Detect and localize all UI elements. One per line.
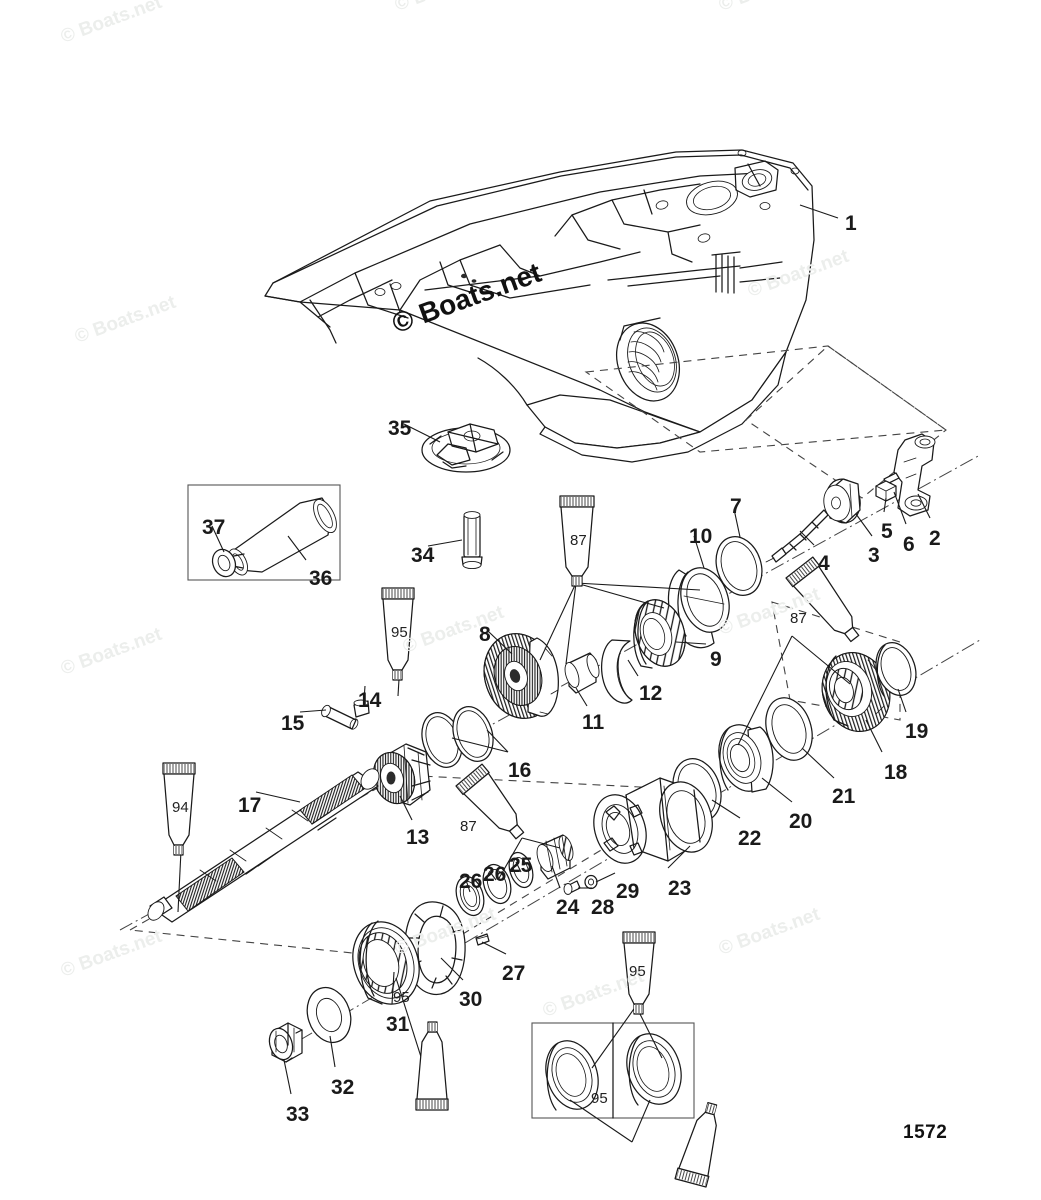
lubricant-label-tube-95-d: 95 xyxy=(591,1090,608,1107)
lubricant-label-tube-87-a: 87 xyxy=(570,532,587,549)
callout-35: 35 xyxy=(388,417,412,440)
lubricant-label-tube-95-c: 95 xyxy=(393,989,410,1006)
inset-oil-seals xyxy=(531,1022,695,1119)
part-17-propeller-shaft xyxy=(147,768,380,923)
callout-37: 37 xyxy=(202,516,226,539)
part-25-washer xyxy=(508,851,534,889)
callout-12: 12 xyxy=(639,682,663,705)
part-9-tapered-bearing xyxy=(633,599,686,669)
callout-28: 28 xyxy=(591,896,615,919)
callout-13: 13 xyxy=(406,826,430,849)
callout-18: 18 xyxy=(884,761,908,784)
part-7-o-ring xyxy=(715,536,763,596)
callout-22: 22 xyxy=(738,827,762,850)
callout-36: 36 xyxy=(309,567,333,590)
part-35-pump-base xyxy=(421,423,511,473)
callout-24: 24 xyxy=(556,896,580,919)
callout-14: 14 xyxy=(358,689,382,712)
part-20-ball-bearing xyxy=(718,724,774,793)
part-34-bolt xyxy=(461,511,483,570)
part-19-bearing-cup xyxy=(875,642,917,697)
part-24-needle-bearing xyxy=(536,834,574,880)
part-1-gear-housing xyxy=(264,149,815,463)
part-11-spacer xyxy=(564,652,600,694)
part-10-bearing-cup xyxy=(667,567,730,649)
callout-30: 30 xyxy=(459,988,483,1011)
callout-26b: 26 xyxy=(483,863,507,886)
callout-31: 31 xyxy=(386,1013,410,1036)
part-27-key xyxy=(475,933,490,946)
callout-32: 32 xyxy=(331,1076,355,1099)
part-13-clutch xyxy=(372,743,431,806)
callout-23: 23 xyxy=(668,877,692,900)
diagram-number: 1572 xyxy=(903,1122,948,1143)
part-14-retainer xyxy=(353,699,370,718)
callout-9: 9 xyxy=(710,648,722,671)
callout-1: 1 xyxy=(845,212,857,235)
callout-6: 6 xyxy=(903,533,915,556)
callout-7: 7 xyxy=(730,495,742,518)
callout-17: 17 xyxy=(238,794,262,817)
callout-4: 4 xyxy=(818,552,830,575)
callout-8: 8 xyxy=(479,623,491,646)
parts-2-to-6-shift-linkage xyxy=(765,433,936,563)
lubricant-label-tube-94-a: 94 xyxy=(172,799,189,816)
callout-15: 15 xyxy=(281,712,305,735)
callout-20: 20 xyxy=(789,810,813,833)
part-21-thrust-washer xyxy=(765,697,813,761)
callout-3: 3 xyxy=(868,544,880,567)
part-15-cross-pin xyxy=(321,704,359,730)
part-18-reverse-gear xyxy=(821,651,891,733)
part-32-thrust-washer xyxy=(306,986,352,1044)
part-28-29-screw-washer xyxy=(563,874,598,895)
callout-34: 34 xyxy=(411,544,435,567)
part-31-roller-bearing xyxy=(352,920,420,1005)
lubricant-label-tube-95-b: 95 xyxy=(629,963,646,980)
callout-11: 11 xyxy=(582,711,605,734)
part-30-tab-washer xyxy=(404,901,466,996)
callout-10: 10 xyxy=(689,525,713,548)
part-12-retaining-ring xyxy=(601,639,633,704)
callout-25: 25 xyxy=(509,854,533,877)
callout-26: 26 xyxy=(459,870,483,893)
callout-19: 19 xyxy=(905,720,929,743)
callout-21: 21 xyxy=(832,785,856,808)
lubricant-label-tube-95-a: 95 xyxy=(391,624,408,641)
part-23-bearing-carrier xyxy=(593,777,713,864)
part-33-prop-nut xyxy=(268,1022,303,1063)
callout-33: 33 xyxy=(286,1103,310,1126)
callout-5: 5 xyxy=(881,520,893,543)
part-8-forward-gear xyxy=(483,633,559,719)
inset-driveshaft-sleeve xyxy=(187,484,341,581)
lubricant-label-tube-87-c: 87 xyxy=(460,818,477,835)
callout-16: 16 xyxy=(508,759,532,782)
lubricant-label-tube-87-b: 87 xyxy=(790,610,807,627)
callout-2: 2 xyxy=(929,527,941,550)
callout-29: 29 xyxy=(616,880,640,903)
part-16-shims xyxy=(421,706,494,768)
callout-27: 27 xyxy=(502,962,526,985)
part-26-oil-seals xyxy=(455,863,512,917)
lubricant-tubes xyxy=(162,495,860,1188)
leader-lines xyxy=(177,204,931,1143)
